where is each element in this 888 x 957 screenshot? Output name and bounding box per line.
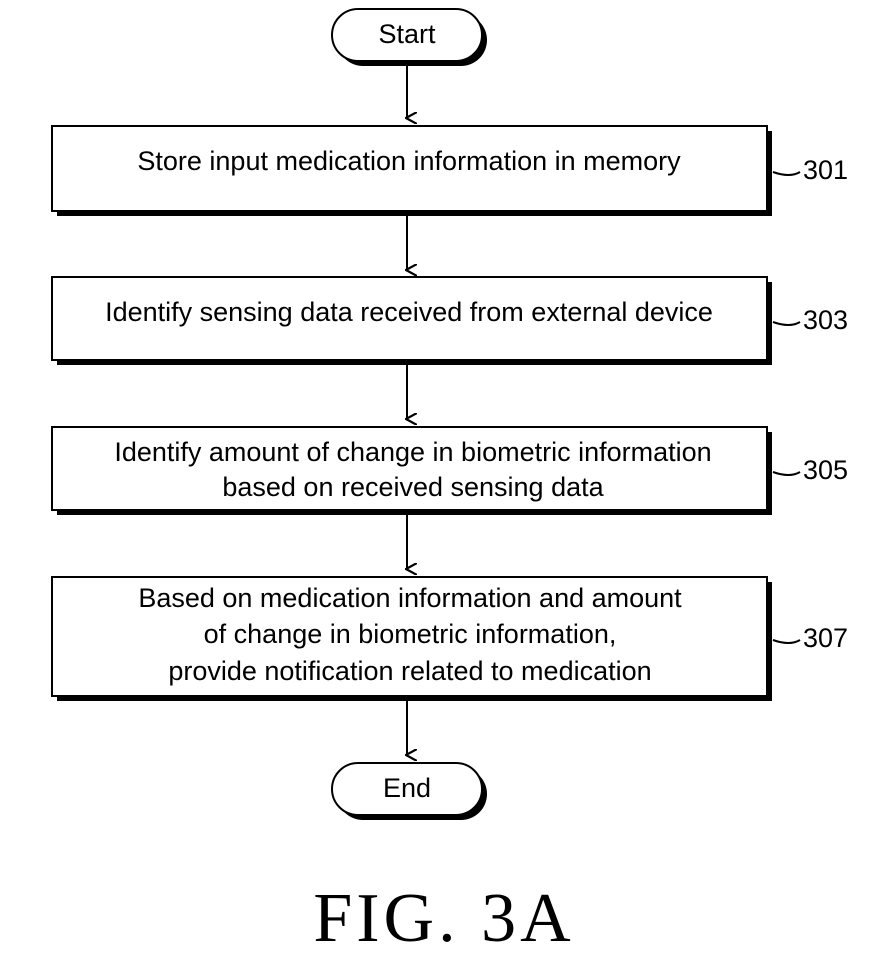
step-303: Identify sensing data received from exte… xyxy=(52,277,848,365)
step-307: Based on medication information and amou… xyxy=(52,577,848,701)
step-301-line-1: Store input medication information in me… xyxy=(137,146,681,176)
start-terminal: Start xyxy=(332,9,487,66)
step-307-line-2: of change in biometric information, xyxy=(204,619,617,649)
leader-303 xyxy=(773,322,800,325)
step-307-line-3: provide notification related to medicati… xyxy=(168,656,651,686)
leader-301 xyxy=(773,172,800,175)
step-303-line-1: Identify sensing data received from exte… xyxy=(105,297,713,327)
step-307-line-1: Based on medication information and amou… xyxy=(138,583,682,613)
start-label: Start xyxy=(378,19,436,49)
end-terminal: End xyxy=(332,763,487,820)
ref-301: 301 xyxy=(803,155,848,185)
step-301: Store input medication information in me… xyxy=(52,126,848,216)
figure-caption: FIG. 3A xyxy=(0,884,888,954)
leader-305 xyxy=(773,472,800,475)
ref-307: 307 xyxy=(803,623,848,653)
end-label: End xyxy=(383,773,431,803)
ref-303: 303 xyxy=(803,305,848,335)
step-305: Identify amount of change in biometric i… xyxy=(52,427,848,515)
flowchart: Start Store input medication information… xyxy=(0,0,888,933)
step-305-line-1: Identify amount of change in biometric i… xyxy=(114,437,711,467)
step-305-line-2: based on received sensing data xyxy=(222,472,604,502)
ref-305: 305 xyxy=(803,455,848,485)
leader-307 xyxy=(773,640,800,643)
